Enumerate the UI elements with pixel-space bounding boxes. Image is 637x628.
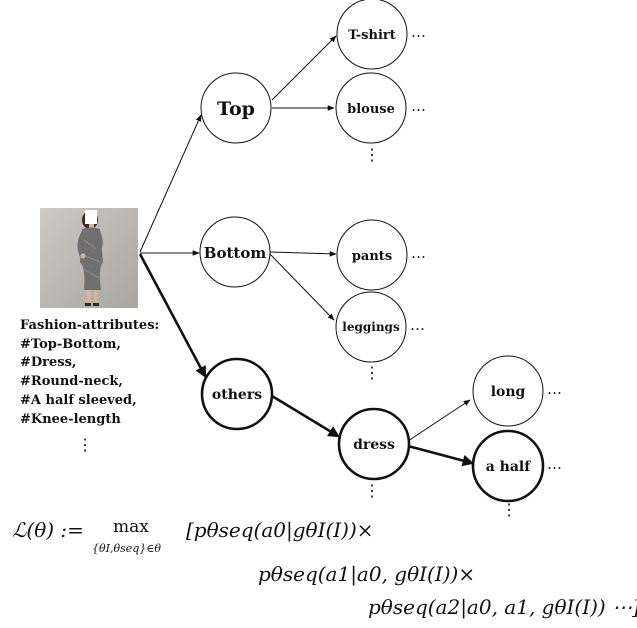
attribute-item: #Knee-length (20, 412, 121, 427)
edge-root-others (138, 253, 207, 379)
loss-formula: ℒ(θ) := max {θI,θseq}∈θ [pθseq(a0|gθI(I)… (12, 517, 637, 620)
formula-lhs: ℒ(θ) := (12, 518, 84, 542)
node-blouse-label: blouse (347, 102, 395, 117)
formula-line3: pθseq(a2|a0, a1, gθI(I)) ⋯] (368, 595, 637, 620)
ellipsis-leggings: … (410, 316, 425, 334)
node-pants: pants (336, 219, 408, 291)
edge-bottom-leggings (269, 253, 335, 321)
node-blouse: blouse (335, 72, 407, 144)
node-long-label: long (491, 384, 526, 400)
node-long: long (472, 355, 544, 427)
formula-max: max (113, 517, 149, 537)
attributes-heading: Fashion-attributes: (20, 318, 159, 333)
vellipsis-top-children: ⋮ (364, 145, 380, 164)
ellipsis-ahalf: … (547, 455, 562, 473)
vellipsis-dress-children: ⋮ (501, 500, 517, 519)
node-top: Top (200, 72, 272, 144)
attribute-item: #A half sleeved, (20, 393, 137, 408)
formula-line2: pθseq(a1|a0, gθI(I))× (258, 562, 475, 587)
ellipsis-pants: … (411, 244, 426, 262)
node-leggings-label: leggings (342, 320, 400, 334)
node-tshirt-label: T-shirt (348, 28, 395, 43)
node-dress: dress (337, 407, 411, 481)
ellipsis-blouse: … (411, 97, 426, 115)
node-others: others (200, 357, 274, 431)
node-bottom-label: Bottom (204, 244, 267, 262)
formula-max-subscript: {θI,θseq}∈θ (92, 542, 161, 555)
attribute-item: #Round-neck, (20, 374, 123, 389)
tree-edges (138, 35, 475, 467)
edge-others-dress (271, 394, 341, 438)
edge-root-top (139, 114, 202, 253)
edge-dress-ahalf (407, 444, 475, 467)
attribute-item: #Dress, (20, 355, 76, 370)
node-tshirt: T-shirt (336, 0, 408, 70)
node-bottom: Bottom (199, 216, 271, 288)
node-pants-label: pants (352, 249, 392, 264)
ellipsis-tshirt: … (411, 23, 426, 41)
vertical-ellipses: ⋮ ⋮ ⋮ ⋮ ⋮ (77, 145, 517, 519)
edge-bottom-pants (269, 251, 337, 257)
attribute-list: Fashion-attributes: #Top-Bottom, #Dress,… (20, 318, 159, 427)
edge-dress-long (407, 399, 471, 442)
edge-top-tshirt (271, 35, 337, 101)
node-leggings: leggings (335, 291, 407, 363)
vellipsis-others-children: ⋮ (364, 481, 380, 500)
node-dress-label: dress (353, 437, 395, 453)
fashion-model-photo (40, 208, 138, 308)
attribute-item: #Top-Bottom, (20, 337, 121, 352)
vellipsis-bottom-children: ⋮ (364, 363, 380, 382)
formula-line1: [pθseq(a0|gθI(I))× (186, 518, 374, 543)
node-others-label: others (212, 387, 262, 403)
node-ahalf: a half (471, 429, 545, 503)
horizontal-ellipses: … … … … … … (410, 23, 562, 473)
node-top-label: Top (217, 98, 255, 120)
vellipsis-attributes: ⋮ (77, 435, 93, 454)
node-ahalf-label: a half (486, 459, 532, 475)
ellipsis-long: … (547, 380, 562, 398)
